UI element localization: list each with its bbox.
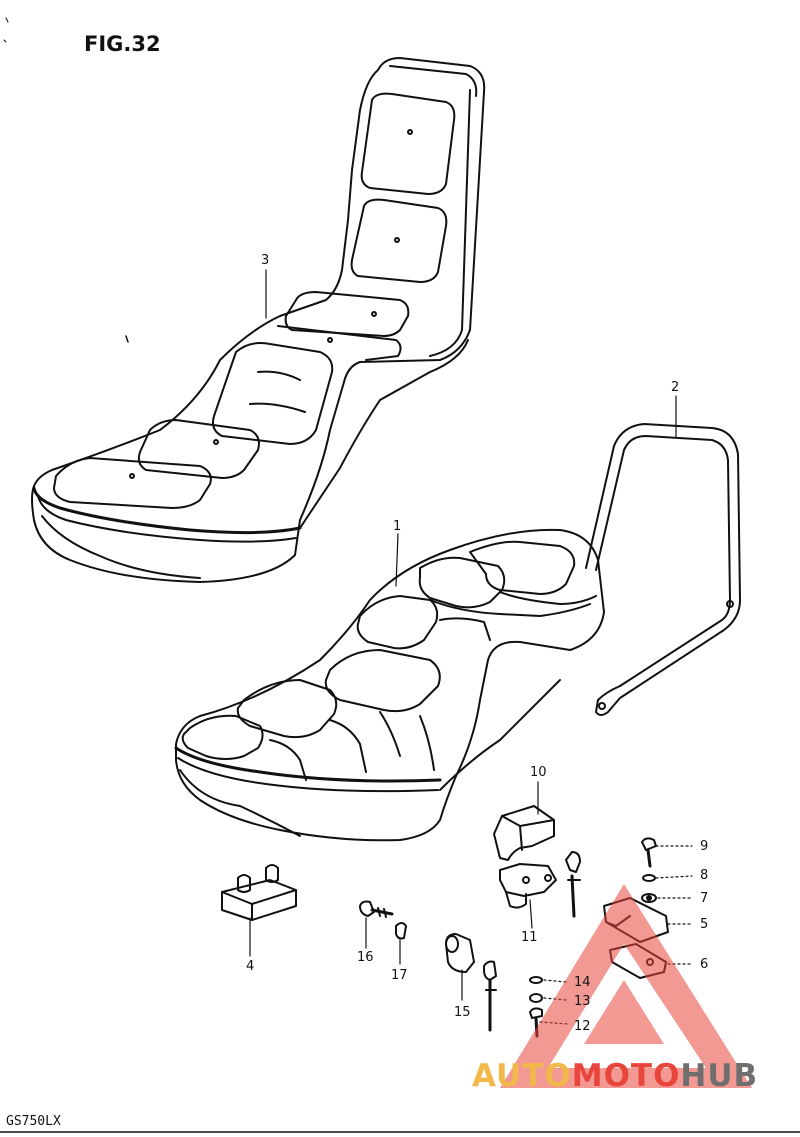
callout-7: 7 [700,891,709,906]
callout-12: 12 [574,1019,591,1034]
callout-5: 5 [700,917,709,932]
seat-lock [499,851,581,918]
lock-bracket [493,805,555,861]
callout-16: 16 [357,950,374,965]
watermark-auto: AUTO [472,1058,572,1094]
callout-10: 10 [530,765,547,780]
callout-3: 3 [261,253,270,268]
rubber-cushion [221,864,297,921]
speck [3,17,9,43]
dual-seat [174,528,605,842]
washer-13 [529,993,543,1003]
callout-1: 1 [393,519,402,534]
bolt-9 [641,837,657,868]
callout-2: 2 [671,380,680,395]
callout-6: 6 [700,957,709,972]
leader-lines [249,269,693,1025]
model-code: GS750LX [6,1114,61,1129]
washer-8 [642,874,656,882]
watermark-moto: MOTO [571,1058,681,1094]
grab-rail [585,423,741,716]
callout-9: 9 [700,839,709,854]
speck [125,335,129,343]
seat-with-backrest [31,57,486,583]
key-cylinder [445,933,497,1032]
watermark-text: AUTOMOTOHUB [472,1058,758,1094]
bolt-16 [359,900,394,918]
callout-11: 11 [521,930,538,945]
washer-7 [641,893,657,903]
callout-15: 15 [454,1005,471,1020]
callout-14: 14 [574,975,591,990]
callout-8: 8 [700,868,709,883]
washer-17 [395,922,407,940]
watermark-triangle-logo [500,884,752,1088]
callout-4: 4 [246,959,255,974]
watermark-hub: HUB [680,1058,759,1094]
callout-17: 17 [391,968,408,983]
figure-title: FIG.32 [84,32,161,56]
washer-14 [529,976,543,984]
callout-13: 13 [574,994,591,1009]
